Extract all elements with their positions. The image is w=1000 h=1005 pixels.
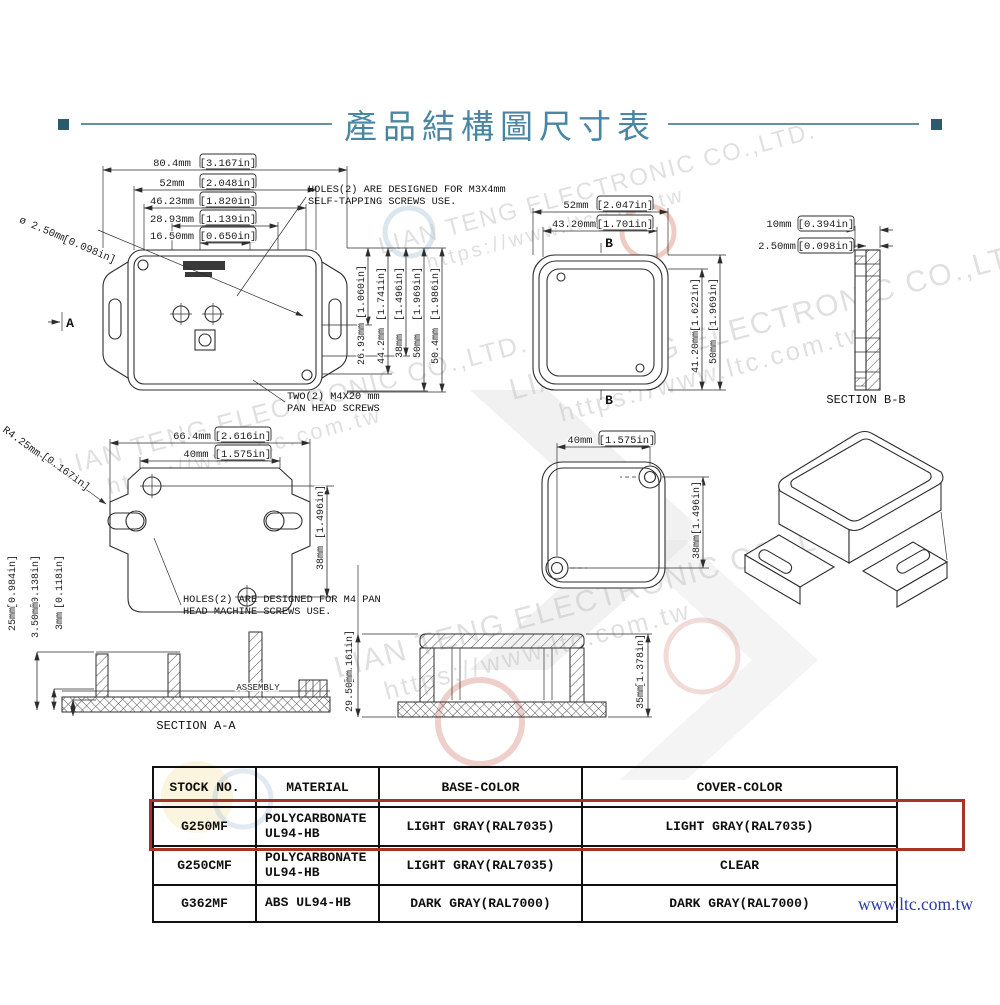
cell-base-color: DARK GRAY(RAL7000) <box>378 884 583 923</box>
dim-label: [1.969in] <box>708 278 720 332</box>
cell-base-color: LIGHT GRAY(RAL7035) <box>378 845 583 886</box>
dim-label: [1.496in] <box>315 485 327 539</box>
dim-label: [0.984in] <box>7 555 19 609</box>
dim-label: [1.060in] <box>356 265 368 319</box>
dim-label: [0.394in] <box>798 219 855 231</box>
dim-label: 43.20mm <box>552 219 596 231</box>
dim-label: 2.50mm <box>758 241 796 253</box>
table-row: G362MF ABS UL94-HB DARK GRAY(RAL7000) DA… <box>152 884 898 923</box>
screws-note: PAN HEAD SCREWS <box>287 403 380 415</box>
dim-label: 40mm <box>567 435 592 447</box>
dim-label: [1.741in] <box>376 267 388 321</box>
assembly-label: ASSEMBLY <box>236 683 280 693</box>
section-aa-view: [0.984in] 25mm [0.138in] 3.50mm [0.118in… <box>6 554 331 733</box>
dim-label: [1.622in] <box>690 278 702 332</box>
dim-label: 10mm <box>766 219 791 231</box>
dim-label: 38mm <box>395 334 406 358</box>
section-marker-b-bottom: B <box>605 393 613 408</box>
dim-label: 40mm <box>183 449 208 461</box>
isometric-view <box>743 430 949 608</box>
dim-label: 25mm <box>8 607 19 631</box>
dim-label: [2.047in] <box>597 200 654 212</box>
cell-stock: G250MF <box>152 806 257 847</box>
dim-label: 3mm <box>55 612 66 630</box>
cell-cover-color: CLEAR <box>581 845 898 886</box>
holes-note: HOLES(2) ARE DESIGNED FOR M3X4mm <box>308 184 506 196</box>
dim-label: 41.20mm <box>691 331 702 373</box>
title-square-left <box>58 118 69 130</box>
footer-url: www.ltc.com.tw <box>858 894 974 914</box>
dim-label: 16.50mm <box>150 231 194 243</box>
radius-label: R4.25mm <box>0 425 43 461</box>
dim-label: [2.048in] <box>200 178 257 190</box>
dim-label: 80.4mm <box>153 158 191 170</box>
section-bb-view: 10mm [0.394in] 2.50mm [0.098in] SECTION … <box>757 215 906 407</box>
dim-label: [1.986in] <box>430 267 442 321</box>
title-rule-left <box>81 123 332 125</box>
table-row: G250MF POLYCARBONATE UL94-HB LIGHT GRAY(… <box>152 806 898 847</box>
dim-label: [1.820in] <box>200 196 257 208</box>
section-marker-a: A <box>66 316 74 331</box>
cell-material: ABS UL94-HB <box>255 884 380 923</box>
dim-label: [0.650in] <box>200 231 257 243</box>
dim-label: 52mm <box>159 178 184 190</box>
dim-label: [2.616in] <box>215 431 272 443</box>
cell-stock: G362MF <box>152 884 257 923</box>
section-marker-b-top: B <box>605 236 613 251</box>
dim-label: [0.138in] <box>30 555 42 609</box>
dim-label: [1.161in] <box>344 630 356 684</box>
holes-note: HEAD MACHINE SCREWS USE. <box>183 606 331 618</box>
dim-label: 29.50mm <box>345 670 356 712</box>
highlight-box <box>149 799 965 851</box>
dim-label: [1.139in] <box>200 214 257 226</box>
assembly-section-view: [1.161in] 29.50mm [1.378in] 35mm <box>343 565 652 718</box>
dim-label: 50mm <box>709 340 720 364</box>
dim-label: [1.496in] <box>394 267 406 321</box>
dim-label: 28.93mm <box>150 214 194 226</box>
page-title-bar: 產品結構圖尺寸表 <box>0 100 1000 148</box>
hole-diameter-label: ø 2.50mm <box>17 215 68 246</box>
dim-label: [1.378in] <box>635 634 647 688</box>
section-aa-caption: SECTION A-A <box>156 719 236 733</box>
cell-base-color: LIGHT GRAY(RAL7035) <box>378 806 583 847</box>
dim-label: 66.4mm <box>173 431 211 443</box>
dim-label: 35mm <box>636 685 647 709</box>
dim-label: 26.93mm <box>357 323 368 365</box>
col-header-stock: STOCK NO. <box>152 766 257 808</box>
dim-label: 44.2mm <box>377 328 388 364</box>
dim-label: 50.4mm <box>431 328 442 364</box>
cell-cover-color: DARK GRAY(RAL7000) <box>581 884 898 923</box>
dim-label: 52mm <box>563 200 588 212</box>
dim-label: 38mm <box>692 535 703 559</box>
cell-material: POLYCARBONATE UL94-HB <box>255 806 380 847</box>
base-top-view: 80.4mm [3.167in] 52mm [2.048in] 46.23mm … <box>16 153 506 415</box>
dim-label: [1.575in] <box>599 435 656 447</box>
cover-top-view: 52mm [2.047in] 43.20mm [1.701in] [1.622i… <box>532 195 726 408</box>
cell-stock: G250CMF <box>152 845 257 886</box>
screws-note: TWO(2) M4X20 mm <box>287 391 380 403</box>
holes-note: SELF-TAPPING SCREWS USE. <box>308 196 456 208</box>
dim-label: 50mm <box>413 334 424 358</box>
hole-diameter-label: [0.098in] <box>60 234 117 267</box>
holes-note: HOLES(2) ARE DESIGNED FOR M4 PAN <box>183 594 381 606</box>
dim-label: [3.167in] <box>200 158 257 170</box>
dim-label: 46.23mm <box>150 196 194 208</box>
dim-label: [1.575in] <box>215 449 272 461</box>
dim-label: [0.098in] <box>798 241 855 253</box>
dim-label: [1.701in] <box>597 219 654 231</box>
section-bb-caption: SECTION B-B <box>826 393 905 407</box>
table-row: G250CMF POLYCARBONATE UL94-HB LIGHT GRAY… <box>152 845 898 886</box>
page-title: 產品結構圖尺寸表 <box>344 107 656 146</box>
cell-material: POLYCARBONATE UL94-HB <box>255 845 380 886</box>
cell-cover-color: LIGHT GRAY(RAL7035) <box>581 806 898 847</box>
title-square-right <box>931 118 942 130</box>
dim-label: [0.118in] <box>54 555 66 609</box>
cover-bottom-view: 40mm [1.575in] [1.496in] 38mm <box>541 430 709 589</box>
dim-label: 38mm <box>316 546 327 570</box>
dim-label: [1.969in] <box>412 267 424 321</box>
title-rule-right <box>668 123 919 125</box>
dim-label: [1.496in] <box>691 481 703 535</box>
radius-label: [0.167in] <box>39 451 92 494</box>
dim-label: 3.50mm <box>31 602 42 638</box>
